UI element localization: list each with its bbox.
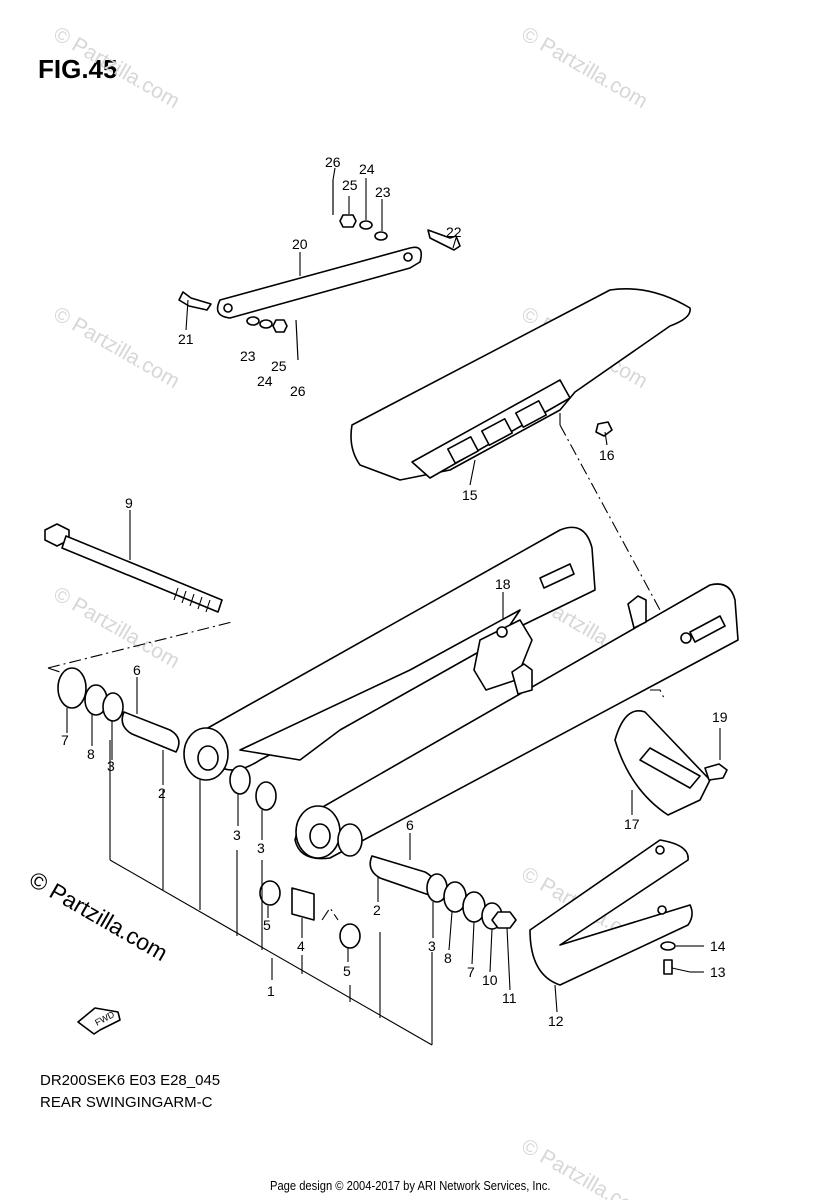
callout-label: 7: [467, 964, 475, 980]
callout-label: 14: [710, 938, 726, 954]
callout-label: 15: [462, 487, 478, 503]
leader-lines: [66, 167, 721, 1046]
callout-label: 11: [502, 990, 517, 1006]
callout-label: 26: [325, 154, 341, 170]
watermark-text: © Partzilla.com: [518, 22, 652, 113]
callout-label: 13: [710, 964, 726, 980]
callout-label: 9: [125, 495, 133, 511]
callout-label: 5: [343, 963, 351, 979]
chain-guide-17: [614, 710, 728, 816]
callout-label: 25: [271, 358, 287, 374]
callout-label: 3: [107, 758, 115, 774]
model-code: DR200SEK6 E03 E28_045: [40, 1072, 221, 1089]
callout-label: 23: [240, 348, 256, 364]
callout-label: 2: [158, 785, 166, 801]
torque-rod-assembly: [178, 180, 461, 361]
figure-title: FIG.45: [38, 54, 118, 84]
left-pivot-parts: [57, 667, 363, 949]
callout-label: 7: [61, 732, 69, 748]
callout-label: 5: [263, 917, 271, 933]
callout-label: 12: [548, 1013, 564, 1029]
diagram-name: REAR SWINGINGARM-C: [40, 1094, 213, 1111]
watermark-text: © Partzilla.com: [50, 22, 184, 113]
copyright-footer: Page design © 2004-2017 by ARI Network S…: [270, 1178, 551, 1193]
callout-numbers: 26 25 24 23 22 20 21 23 24 25 26 15 16 9…: [61, 154, 728, 1029]
callout-label: 3: [257, 840, 265, 856]
callout-label: 1: [267, 983, 275, 999]
callout-label: 3: [233, 827, 241, 843]
callout-label: 17: [624, 816, 640, 832]
callout-label: 25: [342, 177, 358, 193]
callout-label: 6: [406, 817, 414, 833]
chain-case-15: [350, 288, 691, 481]
right-pivot-parts: [369, 855, 517, 930]
callout-label: 18: [495, 576, 511, 592]
callout-label: 3: [428, 938, 436, 954]
callout-label: 8: [444, 950, 452, 966]
callout-label: 26: [290, 383, 306, 399]
callout-label: 6: [133, 662, 141, 678]
callout-label: 10: [482, 972, 498, 988]
watermark-text: © Partzilla.com: [50, 302, 184, 393]
callout-label: 19: [712, 709, 728, 725]
callout-label: 24: [257, 373, 273, 389]
callout-label: 24: [359, 161, 375, 177]
swingarm-body: [183, 526, 739, 860]
callout-label: 4: [297, 938, 305, 954]
callout-label: 23: [375, 184, 391, 200]
pivot-bolt-9: [44, 523, 223, 613]
fwd-arrow: FWD: [77, 1007, 121, 1035]
callout-label: 8: [87, 746, 95, 762]
assembly-lines: [47, 410, 666, 921]
chain-buffer-12: [529, 839, 693, 986]
callout-label: 22: [446, 224, 462, 240]
callout-label: 2: [373, 902, 381, 918]
callout-label: 20: [292, 236, 308, 252]
watermark-text: © Partzilla.com: [50, 582, 184, 673]
callout-label: 16: [599, 447, 615, 463]
callout-label: 21: [178, 331, 194, 347]
